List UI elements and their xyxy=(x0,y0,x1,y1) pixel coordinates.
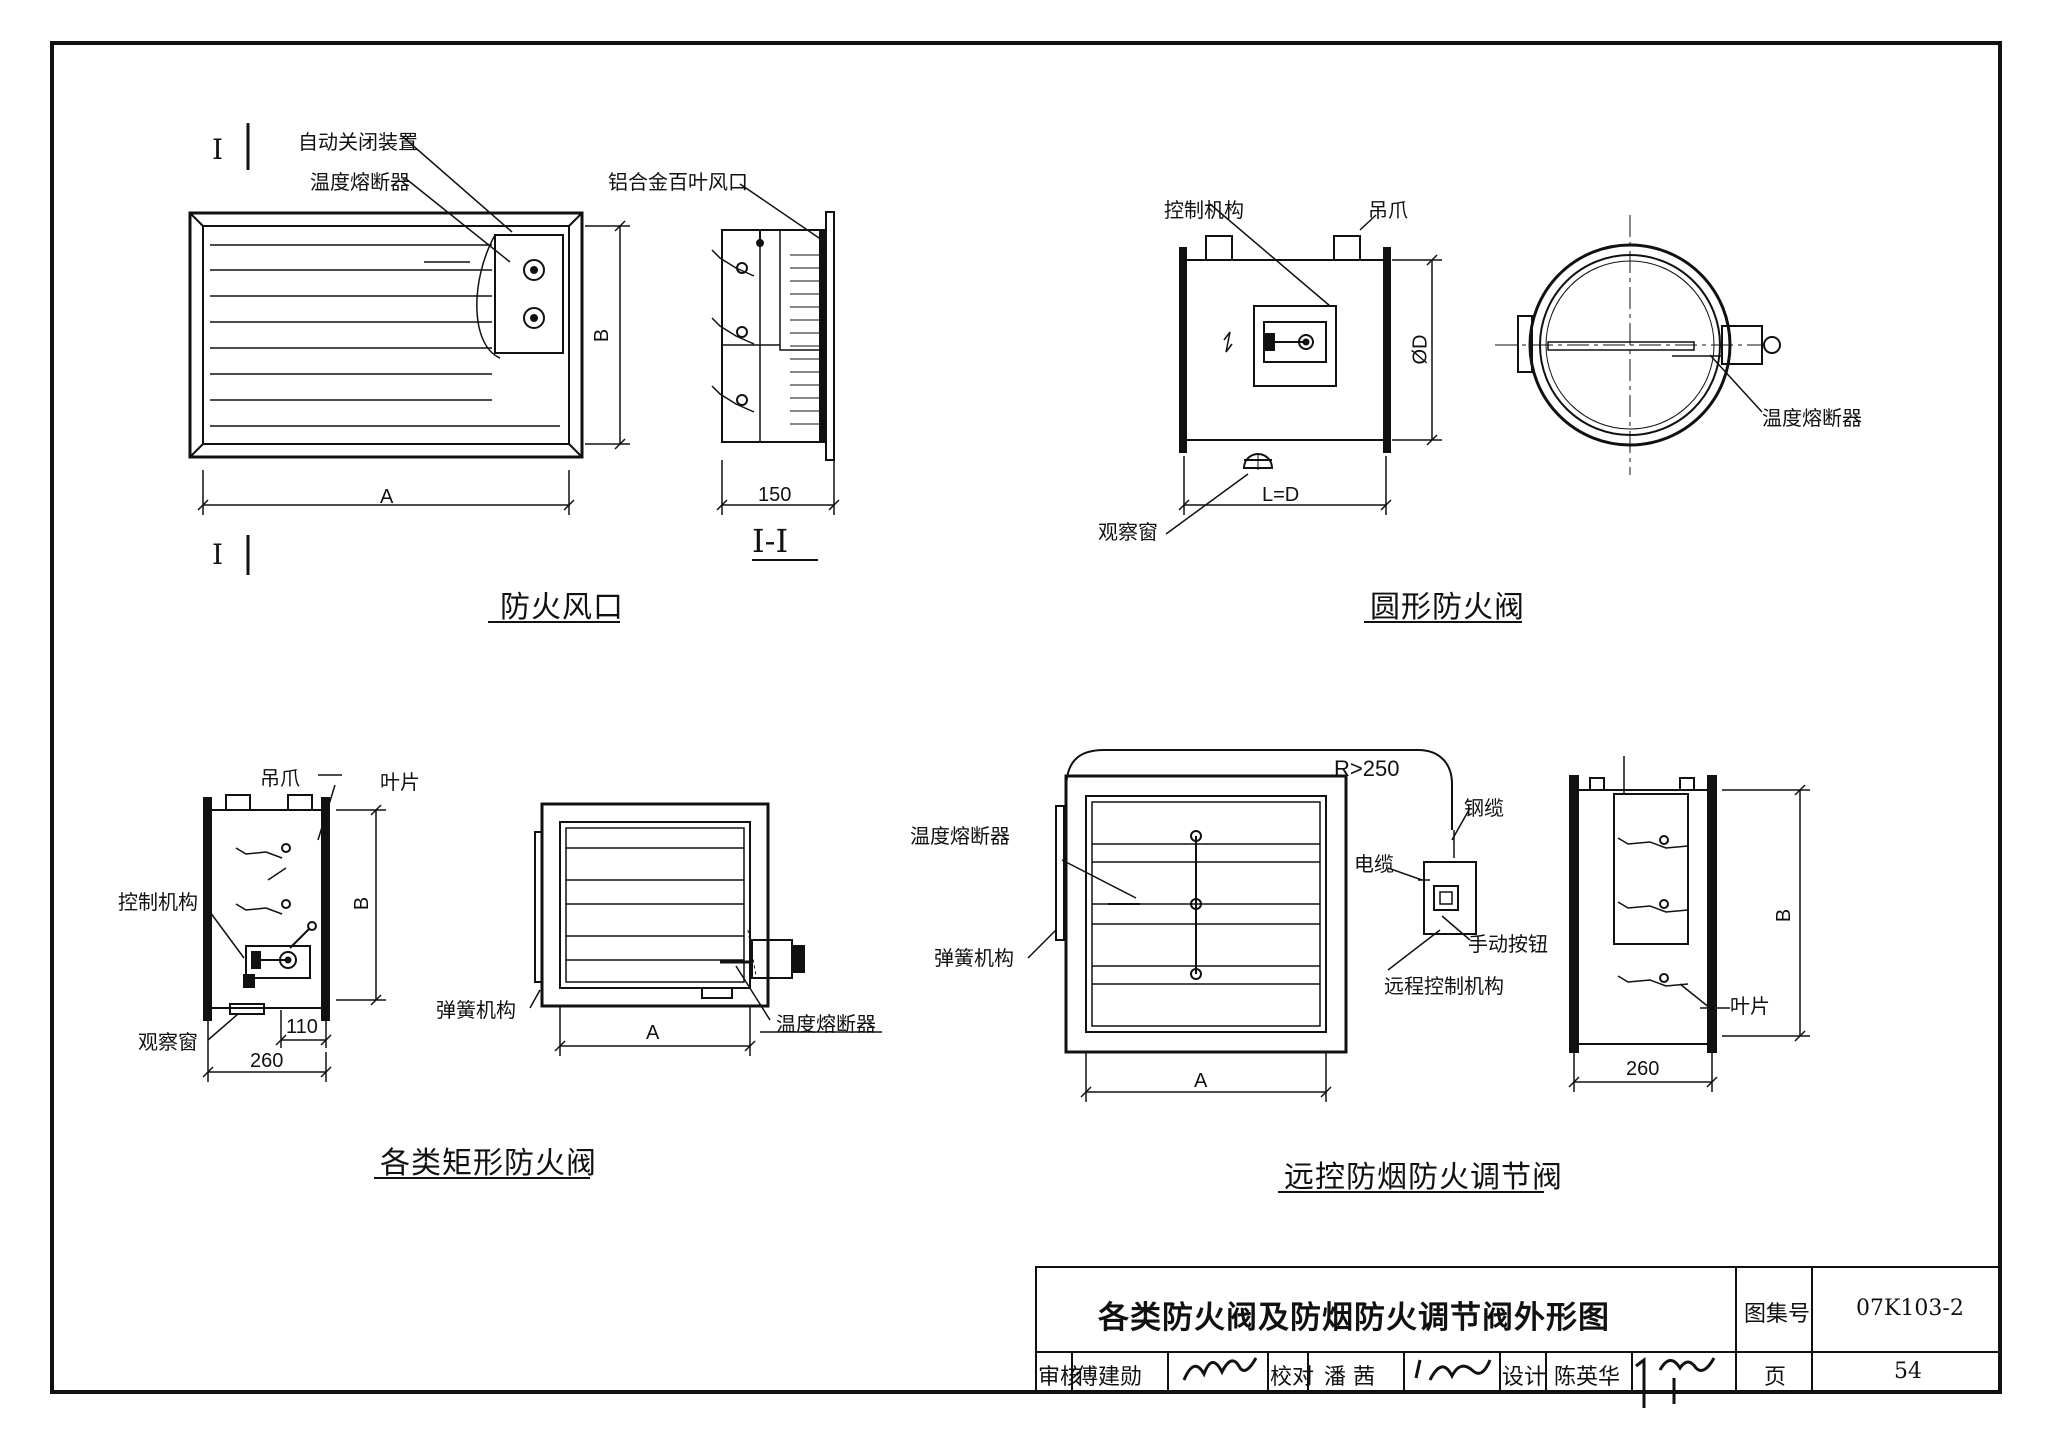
signature-marks xyxy=(1182,1357,1716,1408)
round-damper-control-box xyxy=(1253,305,1337,387)
label-rect-window: 观察窗 xyxy=(138,1030,198,1054)
check-name: 潘 茜 xyxy=(1324,1365,1375,1390)
section-mark-top: I xyxy=(212,133,224,166)
round-damper-dimensions xyxy=(1178,254,1442,515)
label-round-control: 控制机构 xyxy=(1164,198,1244,222)
caption-remote-damper: 远控防烟防火调节阀 xyxy=(1284,1160,1563,1195)
label-remote-fuse: 温度熔断器 xyxy=(910,824,1010,848)
label-remote-electric-cable: 电缆 xyxy=(1354,852,1394,876)
label-rect-blade: 叶片 xyxy=(380,770,420,794)
fire-vent-dimensions xyxy=(197,123,630,575)
design-name: 陈英华 xyxy=(1554,1365,1621,1390)
label-remote-control: 远程控制机构 xyxy=(1384,974,1504,998)
dim-rect-110: 110 xyxy=(286,1016,318,1038)
label-rect-spring: 弹簧机构 xyxy=(436,998,516,1022)
label-remote-blade: 叶片 xyxy=(1730,994,1770,1018)
fire-vent-knob-icon xyxy=(523,307,545,329)
label-remote-button: 手动按钮 xyxy=(1468,932,1548,956)
round-damper-side-view xyxy=(1165,203,1391,535)
fire-vent-section-view xyxy=(711,183,840,561)
caption-underlines xyxy=(374,621,1544,1193)
label-round-fuse: 温度熔断器 xyxy=(1762,406,1862,430)
label-rect-control: 控制机构 xyxy=(118,890,198,914)
dim-remote-b: B xyxy=(1773,908,1796,923)
label-remote-spring: 弹簧机构 xyxy=(934,946,1014,970)
caption-fire-vent: 防火风口 xyxy=(500,590,624,625)
sheet-border xyxy=(50,41,2002,1394)
remote-damper-front-view xyxy=(1027,749,1477,1102)
review-name: 傅建勋 xyxy=(1076,1365,1143,1390)
label-rect-hanger: 吊爪 xyxy=(260,766,300,790)
dim-fire-vent-150: 150 xyxy=(758,484,792,506)
check-label: 校对 xyxy=(1270,1365,1315,1390)
rect-damper-dimensions xyxy=(202,804,386,1082)
label-auto-close: 自动关闭装置 xyxy=(298,130,418,154)
dim-remote-a: A xyxy=(1194,1070,1208,1092)
caption-rect-damper: 各类矩形防火阀 xyxy=(380,1146,597,1181)
caption-round-damper: 圆形防火阀 xyxy=(1370,590,1525,625)
design-label: 设计 xyxy=(1502,1365,1547,1390)
rect-damper-control-box xyxy=(245,945,311,979)
rect-damper-side-view xyxy=(203,774,342,1041)
dim-rect-a: A xyxy=(646,1022,660,1044)
dim-fire-vent-a: A xyxy=(380,486,394,508)
label-remote-steel-cable: 钢缆 xyxy=(1464,796,1504,820)
review-label: 审核 xyxy=(1038,1365,1083,1390)
fire-vent-front-view xyxy=(188,135,584,459)
page-label: 页 xyxy=(1764,1365,1787,1390)
label-remote-radius: R>250 xyxy=(1334,756,1400,781)
label-louver: 铝合金百叶风口 xyxy=(608,170,748,194)
dim-fire-vent-b: B xyxy=(591,328,614,343)
dim-remote-260: 260 xyxy=(1626,1058,1660,1080)
label-round-hanger: 吊爪 xyxy=(1368,198,1408,222)
rect-damper-front-view xyxy=(529,802,882,1056)
dim-rect-b: B xyxy=(351,896,374,911)
page-number: 54 xyxy=(1894,1359,1922,1384)
round-damper-knob-icon xyxy=(1763,336,1781,354)
dim-round-diameter: ØD xyxy=(1409,334,1432,365)
label-fire-vent-fuse: 温度熔断器 xyxy=(310,170,410,194)
remote-damper-side-view xyxy=(1568,756,1810,1092)
section-view-label: I-I xyxy=(752,522,789,560)
label-round-window: 观察窗 xyxy=(1098,520,1158,544)
fire-vent-knob-icon xyxy=(523,259,545,281)
title-block-grid xyxy=(1035,1266,2001,1393)
dim-rect-260: 260 xyxy=(250,1050,284,1072)
dim-round-length: L=D xyxy=(1262,484,1300,506)
atlas-number: 07K103-2 xyxy=(1856,1296,1964,1321)
round-damper-end-view xyxy=(1495,215,1781,475)
section-mark-bottom: I xyxy=(212,538,224,571)
drawing-title: 各类防火阀及防烟防火调节阀外形图 xyxy=(1098,1300,1610,1336)
label-rect-fuse: 温度熔断器 xyxy=(776,1012,876,1036)
fire-vent-control-box xyxy=(494,234,564,354)
atlas-label: 图集号 xyxy=(1744,1302,1811,1327)
